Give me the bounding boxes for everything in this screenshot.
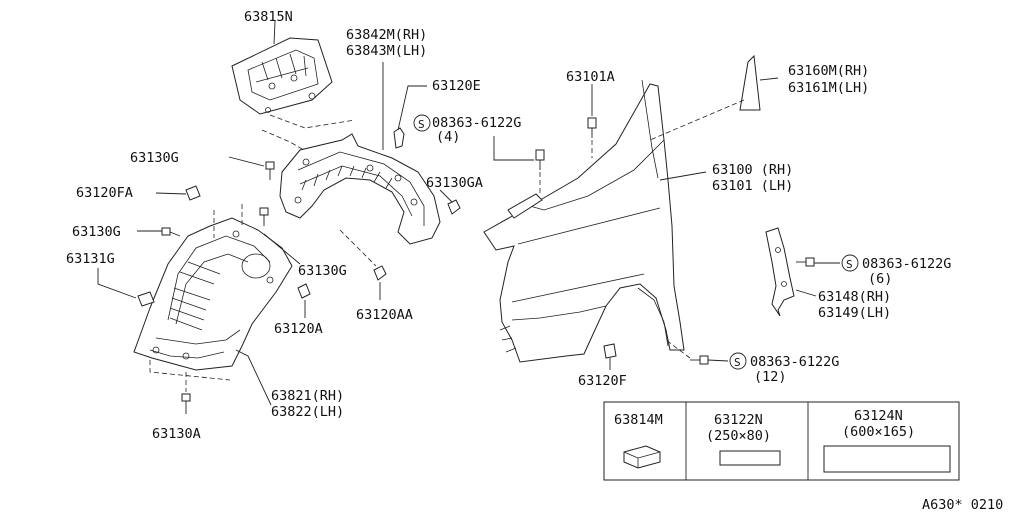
- clip-63130GA: [447, 199, 461, 215]
- clip-63120A: [297, 283, 311, 299]
- label-63120F: 63120F: [578, 373, 627, 389]
- label-63100: 63100 (RH): [712, 162, 793, 178]
- screw-part-b: [796, 257, 815, 267]
- label-08363-b-qty: (6): [868, 271, 892, 287]
- label-63149: 63149(LH): [818, 305, 891, 321]
- table-part-3: 63124N: [854, 408, 903, 424]
- label-63842M: 63842M(RH): [346, 27, 427, 43]
- label-08363-a-qty: (4): [436, 129, 460, 145]
- table-size-2: (250×80): [706, 428, 771, 444]
- screw-symbol-icon: S: [841, 254, 859, 272]
- table-part-2: 63122N: [714, 412, 763, 428]
- screw-part-a: [535, 149, 545, 170]
- bolt-63130A: [181, 393, 191, 414]
- table-size-3: (600×165): [842, 424, 915, 440]
- label-63130G-2: 63130G: [298, 263, 347, 279]
- front-liner-part: [133, 217, 293, 371]
- parts-table: 63814M 63122N (250×80) 63124N (600×165): [603, 401, 960, 481]
- label-63120E: 63120E: [432, 78, 481, 94]
- splash-shield-part: [279, 133, 441, 245]
- bolt-63130G-3: [161, 227, 181, 237]
- label-63843M: 63843M(LH): [346, 43, 427, 59]
- svg-text:S: S: [846, 258, 853, 271]
- bolt-63130G-2: [259, 207, 269, 226]
- label-63101A: 63101A: [566, 69, 615, 85]
- bolt-63130G-1: [265, 161, 275, 180]
- clip-63131G: [137, 291, 155, 307]
- mud-guard-part: [739, 54, 761, 111]
- label-63822: 63822(LH): [271, 404, 344, 420]
- label-08363-b: 08363-6122G: [862, 256, 951, 272]
- label-63130G-1: 63130G: [130, 150, 179, 166]
- label-63821: 63821(RH): [271, 388, 344, 404]
- fender-part: [483, 79, 685, 363]
- label-63120A: 63120A: [274, 321, 323, 337]
- label-63815N: 63815N: [244, 9, 293, 25]
- svg-text:S: S: [418, 118, 425, 131]
- pad-63122N: [719, 450, 781, 466]
- clip-63120AA: [373, 265, 387, 281]
- screw-symbol-icon: S: [413, 114, 431, 132]
- label-63148: 63148(RH): [818, 289, 891, 305]
- label-63120AA: 63120AA: [356, 307, 413, 323]
- label-08363-c: 08363-6122G: [750, 354, 839, 370]
- bolt-63101A: [587, 117, 597, 138]
- svg-text:S: S: [734, 356, 741, 369]
- table-part-1: 63814M: [614, 412, 663, 428]
- diagram-code: A630* 0210: [922, 497, 1003, 512]
- screw-symbol-icon: S: [729, 352, 747, 370]
- clip-63120E: [393, 127, 405, 149]
- label-63131G: 63131G: [66, 251, 115, 267]
- label-63120FA: 63120FA: [76, 185, 133, 201]
- pad-63124N: [823, 445, 951, 473]
- label-08363-c-qty: (12): [754, 369, 787, 385]
- label-63130A: 63130A: [152, 426, 201, 442]
- label-63130G-3: 63130G: [72, 224, 121, 240]
- label-63161M: 63161M(LH): [788, 80, 869, 96]
- fender-bracket-part: [507, 193, 543, 219]
- label-63101: 63101 (LH): [712, 178, 793, 194]
- label-08363-a: 08363-6122G: [432, 115, 521, 131]
- label-63160M: 63160M(RH): [788, 63, 869, 79]
- screw-part-c: [690, 355, 709, 365]
- upper-cover-part: [231, 37, 333, 115]
- label-63130GA: 63130GA: [426, 175, 483, 191]
- clip-63120F: [603, 343, 617, 359]
- clip-63120FA: [185, 185, 201, 201]
- side-bracket-part: [765, 227, 795, 317]
